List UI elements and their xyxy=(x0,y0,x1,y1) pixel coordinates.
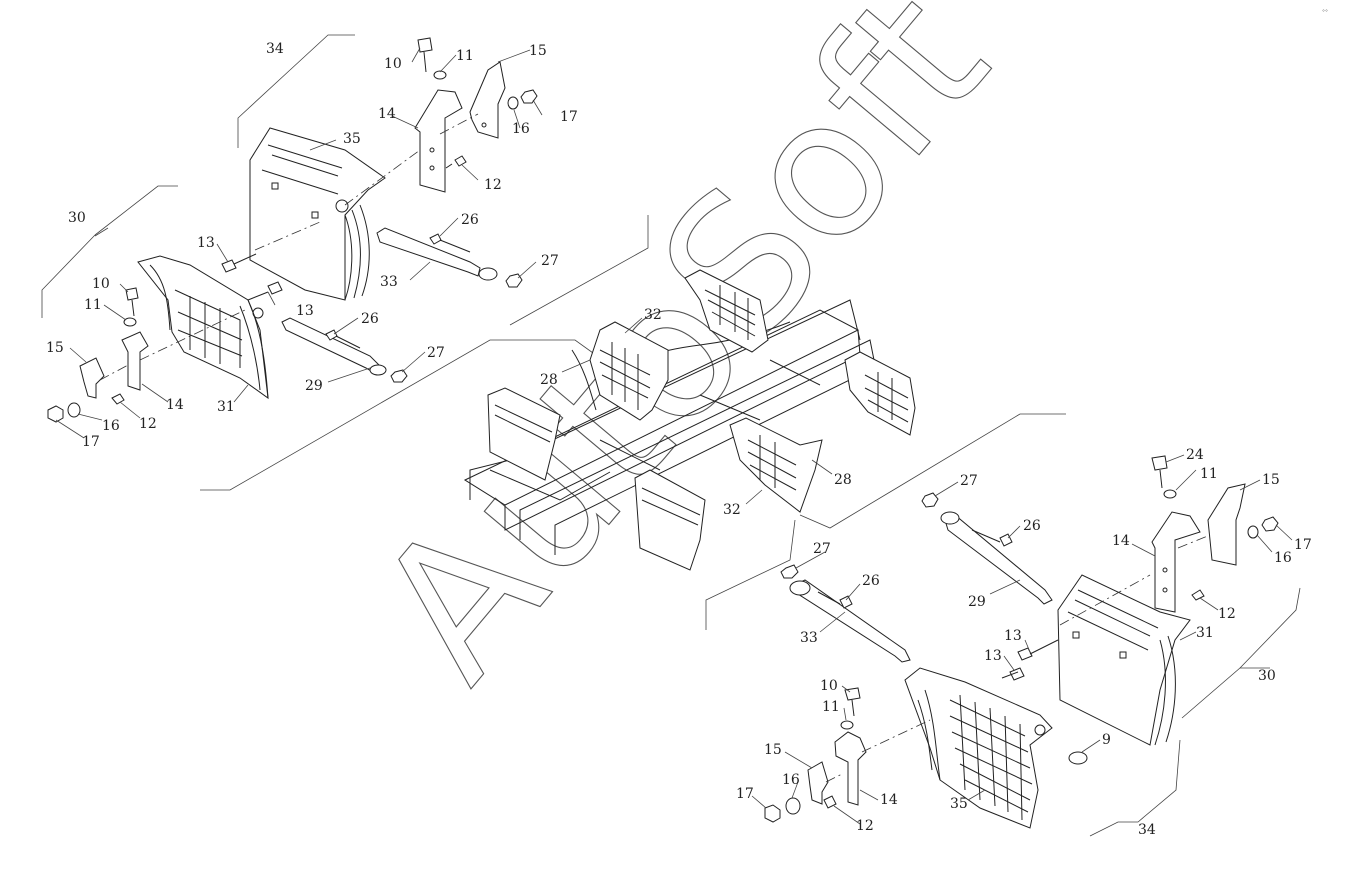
callout-17: 17 xyxy=(82,434,100,450)
callout-16: 16 xyxy=(782,772,800,788)
callout-31: 31 xyxy=(1196,625,1214,641)
callout-12: 12 xyxy=(139,416,157,432)
callout-14: 14 xyxy=(378,106,396,122)
chassis-frame-overview xyxy=(463,269,916,571)
callout-29: 29 xyxy=(305,378,323,394)
callout-13: 13 xyxy=(1004,628,1022,644)
callout-27: 27 xyxy=(813,541,831,557)
callout-16: 16 xyxy=(512,121,530,137)
callout-28: 28 xyxy=(540,372,558,388)
chassis-fender-mid-right xyxy=(729,417,823,513)
callout-leader-lines xyxy=(55,47,1293,825)
callout-11: 11 xyxy=(84,297,102,313)
callout-26: 26 xyxy=(1023,518,1041,534)
callout-13: 13 xyxy=(296,303,314,319)
front-fender-assembly-lower-right xyxy=(764,564,1088,829)
callout-34: 34 xyxy=(1138,822,1156,838)
callout-10: 10 xyxy=(92,276,110,292)
callout-31: 31 xyxy=(217,399,235,415)
callout-35: 35 xyxy=(950,796,968,812)
callout-9: 9 xyxy=(1102,732,1111,748)
callout-32: 32 xyxy=(644,307,662,323)
chassis-fender-front-right xyxy=(634,469,706,571)
callout-27: 27 xyxy=(427,345,445,361)
callout-26: 26 xyxy=(361,311,379,327)
section-bracket-lines xyxy=(41,34,1301,837)
callout-28: 28 xyxy=(834,472,852,488)
callout-35: 35 xyxy=(343,131,361,147)
callout-12: 12 xyxy=(484,177,502,193)
callout-11: 11 xyxy=(822,699,840,715)
corner-mark: °° xyxy=(1322,9,1328,16)
chassis-fender-mid-left xyxy=(589,321,669,421)
callout-14: 14 xyxy=(1112,533,1130,549)
callout-15: 15 xyxy=(1262,472,1280,488)
callout-29: 29 xyxy=(968,594,986,610)
callout-11: 11 xyxy=(456,48,474,64)
callout-14: 14 xyxy=(880,792,898,808)
callout-16: 16 xyxy=(1274,550,1292,566)
callout-32: 32 xyxy=(723,502,741,518)
callout-24: 24 xyxy=(1186,447,1204,463)
callout-12: 12 xyxy=(856,818,874,834)
chassis-fender-rear-right-bottom xyxy=(844,351,916,436)
callout-10: 10 xyxy=(820,678,838,694)
chassis-fender-front-left xyxy=(487,387,561,481)
callout-15: 15 xyxy=(529,43,547,59)
callout-10: 10 xyxy=(384,56,402,72)
callout-30: 30 xyxy=(1258,668,1276,684)
callout-14: 14 xyxy=(166,397,184,413)
callout-33: 33 xyxy=(800,630,818,646)
callout-34: 34 xyxy=(266,41,284,57)
callout-15: 15 xyxy=(764,742,782,758)
callout-26: 26 xyxy=(461,212,479,228)
callout-26: 26 xyxy=(862,573,880,589)
callout-30: 30 xyxy=(68,210,86,226)
callout-15: 15 xyxy=(46,340,64,356)
front-fender-assembly-right xyxy=(921,455,1279,746)
callout-11: 11 xyxy=(1200,466,1218,482)
front-fender-assembly-left xyxy=(47,255,408,423)
callout-33: 33 xyxy=(380,274,398,290)
callout-17: 17 xyxy=(560,109,578,125)
callout-13: 13 xyxy=(984,648,1002,664)
front-fender-assembly-upper-left xyxy=(221,37,538,301)
callout-12: 12 xyxy=(1218,606,1236,622)
callout-labels: 34 10 11 15 14 35 16 17 12 30 13 26 33 2… xyxy=(46,41,1312,838)
callout-16: 16 xyxy=(102,418,120,434)
callout-17: 17 xyxy=(1294,537,1312,553)
callout-27: 27 xyxy=(960,473,978,489)
callout-13: 13 xyxy=(197,235,215,251)
callout-27: 27 xyxy=(541,253,559,269)
callout-17: 17 xyxy=(736,786,754,802)
